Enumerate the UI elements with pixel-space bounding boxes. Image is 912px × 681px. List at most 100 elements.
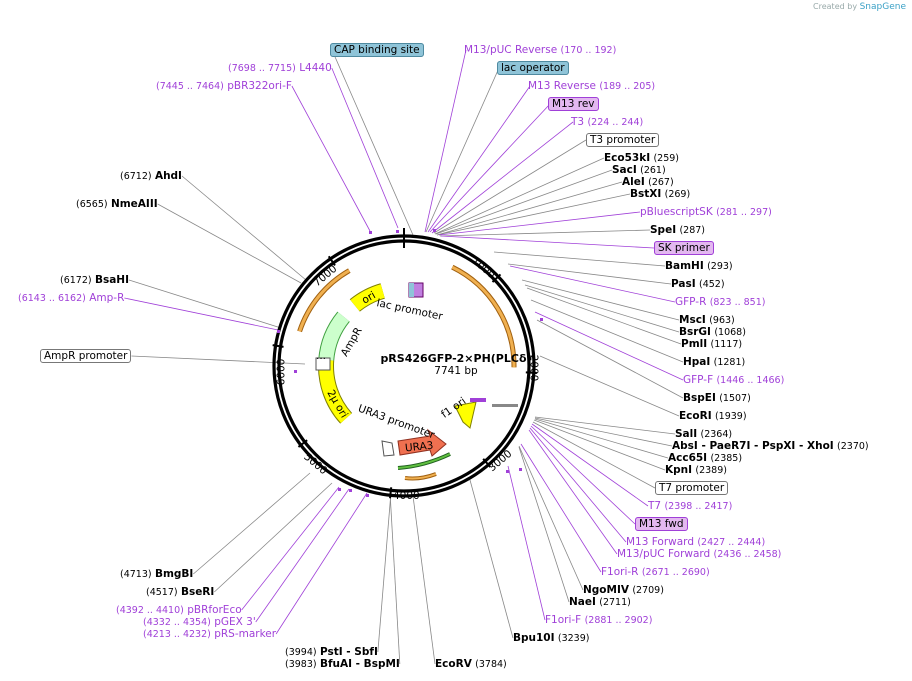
- site-label-l4440[interactable]: (7698 .. 7715) L4440: [228, 62, 332, 75]
- site-name: M13 Forward: [626, 536, 694, 548]
- site-name: BsaHI: [94, 274, 129, 286]
- site-label-m13-puc-forward[interactable]: M13/pUC Forward (2436 .. 2458): [617, 548, 781, 561]
- site-position: (2389): [695, 465, 727, 476]
- site-label-naei[interactable]: NaeI (2711): [569, 596, 631, 609]
- site-name: EcoRV: [435, 658, 472, 670]
- site-position: (452): [699, 279, 725, 290]
- site-label-ecori[interactable]: EcoRI (1939): [679, 410, 747, 423]
- site-name: Bpu10I: [513, 632, 555, 644]
- site-label-absi-paer7i-pspxi-xhoi[interactable]: AbsI - PaeR7I - PspXI - XhoI (2370): [672, 440, 869, 453]
- site-label-sali[interactable]: SalI (2364): [675, 428, 732, 441]
- site-name: AhdI: [154, 170, 182, 182]
- site-label-f1ori-f[interactable]: F1ori-F (2881 .. 2902): [545, 614, 652, 627]
- site-label-ngomiv[interactable]: NgoMIV (2709): [583, 584, 664, 597]
- site-label-sk-primer[interactable]: SK primer: [654, 241, 714, 255]
- site-label-msci[interactable]: MscI (963): [679, 314, 735, 327]
- site-label-saci[interactable]: SacI (261): [612, 164, 666, 177]
- leader-saci: [435, 169, 613, 235]
- site-position: (2427 .. 2444): [697, 537, 766, 548]
- site-label-m13-fwd[interactable]: M13 fwd: [635, 517, 688, 531]
- site-position: (1446 .. 1466): [716, 375, 785, 386]
- site-name: F1ori-F: [545, 614, 582, 626]
- site-position: (2881 .. 2902): [584, 615, 653, 626]
- site-label-bpu10i[interactable]: Bpu10I (3239): [513, 632, 589, 645]
- site-label-t3[interactable]: T3 (224 .. 244): [571, 116, 643, 129]
- site-position: (6712): [120, 171, 152, 182]
- site-label-kpni[interactable]: KpnI (2389): [665, 464, 727, 477]
- site-label-bfuai-bspmi[interactable]: (3983) BfuAI - BspMI: [285, 658, 400, 671]
- site-name: NaeI: [569, 596, 596, 608]
- green-arrow-border: [397, 452, 451, 470]
- site-label-pbrforeco[interactable]: (4392 .. 4410) pBRforEco: [116, 604, 242, 617]
- leader-cap-binding-site: [331, 49, 414, 236]
- site-label-gfp-r[interactable]: GFP-R (823 .. 851): [675, 296, 765, 309]
- site-label-bstxi[interactable]: BstXI (269): [630, 188, 690, 201]
- site-position: (1068): [714, 327, 746, 338]
- site-label-m13-rev[interactable]: M13 rev: [548, 97, 599, 111]
- site-position: (2671 .. 2690): [641, 567, 710, 578]
- left-orange-arrow: [298, 269, 351, 332]
- site-position: (6565): [76, 199, 108, 210]
- site-label-pasi[interactable]: PasI (452): [671, 278, 725, 291]
- leader-msci: [521, 279, 680, 321]
- site-label-gfp-f[interactable]: GFP-F (1446 .. 1466): [683, 374, 784, 387]
- site-label-cap-binding-site[interactable]: CAP binding site: [330, 43, 424, 57]
- site-label-m13-forward[interactable]: M13 Forward (2427 .. 2444): [626, 536, 765, 549]
- site-label-acc65i[interactable]: Acc65I (2385): [668, 452, 742, 465]
- leader-bamhi: [493, 251, 666, 267]
- leader-m13-puc-forward: [528, 429, 618, 555]
- site-label-bspei[interactable]: BspEI (1507): [683, 392, 751, 405]
- leader-t7: [531, 423, 649, 507]
- site-name: M13 fwd: [635, 517, 688, 531]
- site-label-spei[interactable]: SpeI (287): [650, 224, 705, 237]
- site-label-alei[interactable]: AleI (267): [622, 176, 674, 189]
- site-label-t3-promoter[interactable]: T3 promoter: [586, 133, 660, 147]
- site-label-psti-sbfi[interactable]: (3994) PstI - SbfI: [285, 646, 378, 659]
- site-position: (3983): [285, 659, 317, 670]
- site-label-ahdi[interactable]: (6712) AhdI: [120, 170, 182, 183]
- plasmid-name: pRS426GFP-2×PH(PLCδ): [380, 352, 532, 365]
- site-label-t7[interactable]: T7 (2398 .. 2417): [648, 500, 732, 513]
- leader-prs-marker: [275, 492, 368, 635]
- site-label-f1ori-r[interactable]: F1ori-R (2671 .. 2690): [601, 566, 710, 579]
- tick-label-4000: 4000: [393, 490, 420, 502]
- site-label-ecorv[interactable]: EcoRV (3784): [435, 658, 507, 671]
- leader-alei: [436, 181, 623, 236]
- site-label-bsahi[interactable]: (6172) BsaHI: [60, 274, 129, 287]
- site-label-bamhi[interactable]: BamHI (293): [665, 260, 733, 273]
- leader-eco53ki: [434, 157, 605, 235]
- site-label-pgex-3[interactable]: (4332 .. 4354) pGEX 3': [143, 616, 256, 629]
- gfp-arrow: [451, 265, 516, 368]
- cap-segment: [409, 283, 414, 297]
- site-label-prs-marker[interactable]: (4213 .. 4232) pRS-marker: [143, 628, 276, 641]
- mcs-mark: [492, 404, 518, 407]
- site-label-t7-promoter[interactable]: T7 promoter: [655, 481, 729, 495]
- site-label-ampr-promoter[interactable]: AmpR promoter: [40, 349, 132, 363]
- site-label-bmgbi[interactable]: (4713) BmgBI: [120, 568, 193, 581]
- leader-bspei: [536, 319, 684, 399]
- site-name: PmlI: [681, 338, 708, 350]
- site-label-pbluescriptsk[interactable]: pBluescriptSK (281 .. 297): [640, 206, 772, 219]
- site-name: M13/pUC Forward: [617, 548, 711, 560]
- site-label-m13-puc-reverse[interactable]: M13/pUC Reverse (170 .. 192): [464, 44, 616, 57]
- leader-acc65i: [534, 418, 669, 459]
- site-name: MscI: [679, 314, 706, 326]
- site-label-lac-operator[interactable]: lac operator: [497, 61, 569, 75]
- site-label-amp-r[interactable]: (6143 .. 6162) Amp-R: [18, 292, 124, 305]
- site-label-nmeaiii[interactable]: (6565) NmeAIII: [76, 198, 158, 211]
- site-label-pmli[interactable]: PmlI (1117): [681, 338, 742, 351]
- site-label-eco53ki[interactable]: Eco53kI (259): [604, 152, 679, 165]
- site-name: T3: [571, 116, 585, 128]
- leader-lines: [124, 49, 684, 665]
- leader-naei: [518, 446, 570, 603]
- site-label-bseri[interactable]: (4517) BseRI: [146, 586, 214, 599]
- site-label-m13-reverse[interactable]: M13 Reverse (189 .. 205): [528, 80, 655, 93]
- site-position: (189 .. 205): [599, 81, 656, 92]
- site-label-hpai[interactable]: HpaI (1281): [683, 356, 745, 369]
- site-position: (4392 .. 4410): [116, 605, 184, 616]
- site-position: (3239): [557, 633, 590, 644]
- site-label-bsrgi[interactable]: BsrGI (1068): [679, 326, 746, 339]
- site-label-pbr322ori-f[interactable]: (7445 .. 7464) pBR322ori-F: [156, 80, 292, 93]
- site-name: BstXI: [630, 188, 662, 200]
- primer-mark: [433, 229, 436, 232]
